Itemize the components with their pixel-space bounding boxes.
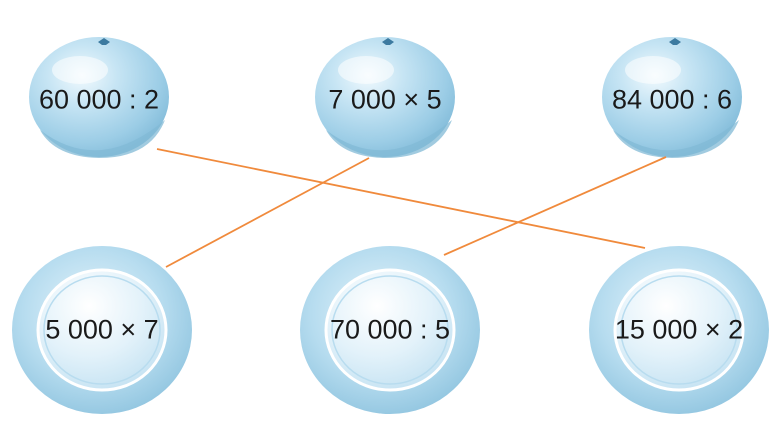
stem-icon — [382, 38, 394, 45]
plate-expression-2: 70 000 : 5 — [329, 314, 451, 345]
fruit-2 — [315, 37, 455, 158]
fruit-expression-3: 84 000 : 6 — [611, 84, 733, 115]
plate-3 — [589, 246, 769, 414]
plate-1 — [12, 246, 192, 414]
fruit-1 — [29, 37, 169, 158]
stem-icon — [669, 38, 681, 45]
plate-expression-3: 15 000 × 2 — [614, 314, 744, 345]
fruit-expression-2: 7 000 × 5 — [328, 84, 442, 115]
plate-2 — [300, 246, 480, 414]
connection-line-3 — [443, 156, 667, 256]
fruit-3 — [602, 37, 742, 158]
connection-line-1 — [156, 148, 646, 249]
connection-line-2 — [165, 157, 370, 268]
plate-expression-1: 5 000 × 7 — [45, 314, 159, 345]
fruit-expression-1: 60 000 : 2 — [38, 84, 160, 115]
stem-icon — [98, 38, 110, 45]
